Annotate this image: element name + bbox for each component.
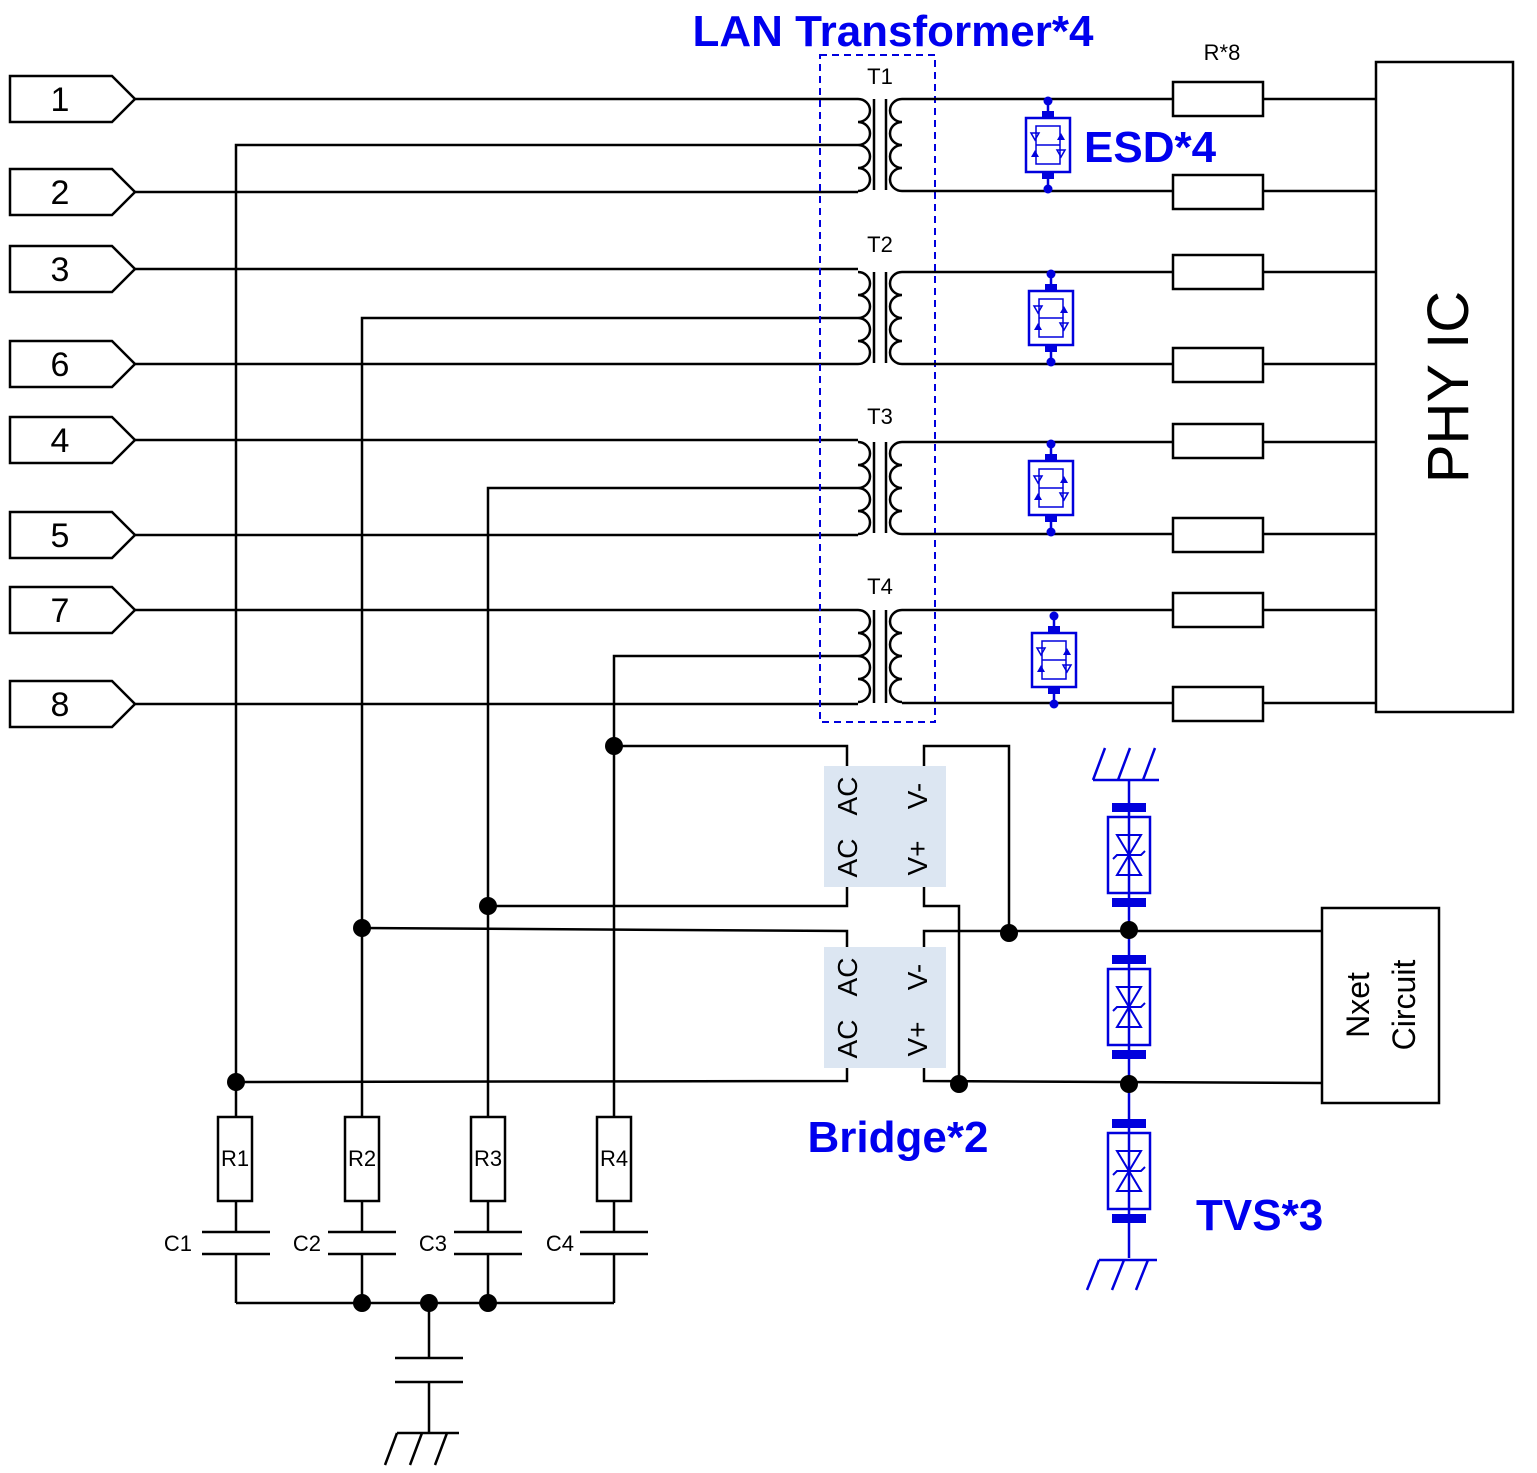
esd-device-2 <box>1027 268 1075 368</box>
bridge-ac-label: AC <box>832 839 863 878</box>
bridge-vplus-label: V+ <box>902 1021 933 1056</box>
resistor-array-label: R*8 <box>1204 40 1241 65</box>
pin-label: 7 <box>51 592 70 630</box>
bridge-ac-label: AC <box>832 1020 863 1059</box>
esd-label: ESD*4 <box>1084 123 1217 172</box>
secondary-wires <box>902 97 1173 705</box>
next-circuit-block: Nxet Circuit <box>1320 906 1441 1105</box>
esd-device-1 <box>1024 95 1072 195</box>
transformer-t1: T1 <box>856 64 904 193</box>
connector-pins: 1 2 3 6 4 5 7 8 <box>8 74 137 729</box>
resistor-r2: R2 <box>343 1115 381 1203</box>
pin-label: 3 <box>51 251 70 289</box>
transformer-t2: T2 <box>856 232 904 366</box>
transformer-name: T3 <box>867 404 893 429</box>
next-circuit-line2: Circuit <box>1386 960 1422 1051</box>
series-resistors: R*8 <box>1171 40 1376 723</box>
tvs-device-2 <box>1106 953 1152 1061</box>
bridge-ac-label: AC <box>832 777 863 816</box>
esd-devices: ESD*4 <box>1024 95 1217 710</box>
pin-1: 1 <box>8 74 137 124</box>
bridge-vminus-label: V- <box>902 964 933 990</box>
esd-device-4 <box>1030 610 1078 710</box>
pin-label: 4 <box>51 422 70 460</box>
capacitor-label: C3 <box>419 1231 447 1256</box>
pin-label: 8 <box>51 686 70 724</box>
bob-smith-termination: R1 R2 R3 R4 C1 C2 C3 C4 <box>164 1115 648 1466</box>
pin-7: 7 <box>8 585 137 635</box>
transformer-t4: T4 <box>856 574 904 704</box>
tvs-label: TVS*3 <box>1196 1191 1323 1240</box>
pin-3: 3 <box>8 244 137 294</box>
pin-label: 5 <box>51 517 70 555</box>
transformer-name: T2 <box>867 232 893 257</box>
bridges: AC AC V- V+ AC AC V- V+ Bridge*2 <box>808 766 989 1162</box>
bridge-label: Bridge*2 <box>808 1113 989 1162</box>
bridge-ac-label: AC <box>832 958 863 997</box>
bridge-wires <box>235 744 1323 1085</box>
pin-label: 1 <box>51 81 70 119</box>
tvs-device-3 <box>1106 1117 1152 1225</box>
esd-device-3 <box>1027 438 1075 538</box>
capacitor-label: C4 <box>546 1231 574 1256</box>
bridge-1: AC AC V- V+ <box>824 766 946 887</box>
transformer-name: T4 <box>867 574 893 599</box>
pin-8: 8 <box>8 679 137 729</box>
pin-6: 6 <box>8 339 137 389</box>
capacitor-label: C2 <box>293 1231 321 1256</box>
transformer-name: T1 <box>867 64 893 89</box>
transformer-group-outline <box>819 54 936 723</box>
junction-dots <box>227 737 1138 1312</box>
transformer-group-label: LAN Transformer*4 <box>692 7 1094 56</box>
center-tap-wires <box>234 143 858 1117</box>
bridge-vminus-label: V- <box>902 783 933 809</box>
resistor-r4: R4 <box>595 1115 633 1203</box>
lan-transformers: LAN Transformer*4 T1 T2 T3 T <box>692 7 1094 723</box>
bridge-vplus-label: V+ <box>902 840 933 875</box>
pin-5: 5 <box>8 510 137 560</box>
resistor-r3: R3 <box>469 1115 507 1203</box>
capacitor-label: C1 <box>164 1231 192 1256</box>
bridge-2: AC AC V- V+ <box>824 947 946 1068</box>
pin-4: 4 <box>8 415 137 465</box>
next-circuit-line1: Nxet <box>1340 972 1376 1038</box>
pin-label: 2 <box>51 174 70 212</box>
phy-ic-label: PHY IC <box>1416 291 1481 483</box>
resistor-r1: R1 <box>216 1115 254 1203</box>
resistor-label: R2 <box>348 1146 376 1171</box>
line-wires <box>135 97 858 706</box>
phy-ic: PHY IC <box>1374 60 1515 714</box>
resistor-label: R4 <box>600 1146 628 1171</box>
transformer-t3: T3 <box>856 404 904 536</box>
resistor-label: R3 <box>474 1146 502 1171</box>
tvs-devices: TVS*3 <box>1085 747 1323 1291</box>
pin-label: 6 <box>51 346 70 384</box>
pin-2: 2 <box>8 167 137 217</box>
tvs-device-1 <box>1106 801 1152 909</box>
resistor-label: R1 <box>221 1146 249 1171</box>
